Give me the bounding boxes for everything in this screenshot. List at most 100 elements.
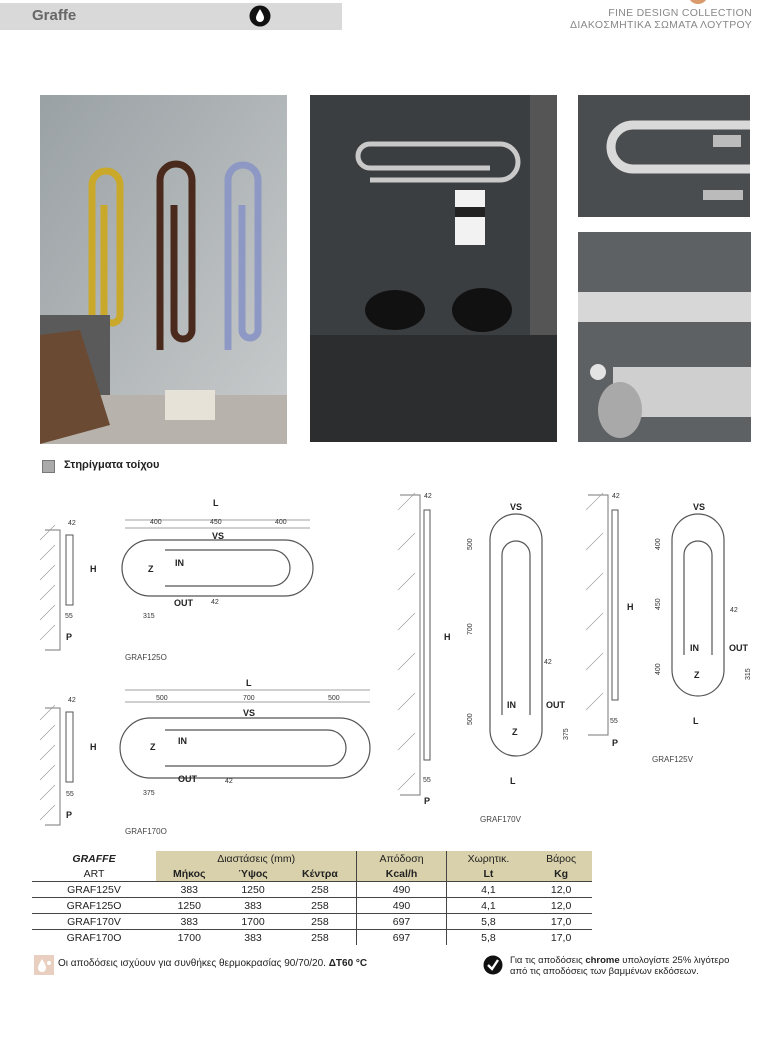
graf125v-model: GRAF125V (652, 755, 694, 764)
graf125o-315: 315 (143, 613, 155, 620)
graf125o-model: GRAF125O (125, 653, 167, 662)
graf170v-375: 375 (563, 728, 570, 740)
graf170o-vs: VS (243, 708, 255, 718)
graf125v-vs: VS (693, 502, 705, 512)
drawing-graf125o: L 400 450 400 VS H Z IN OUT 42 42 55 P 3… (39, 498, 314, 662)
temperature-note-delta: ΔT60 °C (328, 958, 368, 969)
table-cell-weight: 17,0 (550, 931, 572, 944)
graf170o-d2: 700 (243, 695, 255, 702)
chrome-note-line2: από τις αποδόσεις των βαμμένων εκδόσεων. (510, 966, 699, 977)
graf170o-p: P (66, 810, 72, 820)
graf125o-d3: 400 (275, 519, 287, 526)
check-circle-icon (483, 955, 503, 975)
photo-colored-radiators (40, 95, 287, 444)
collection-subtitle: ΔΙΑΚΟΣΜΗΤΙΚΑ ΣΩΜΑΤΑ ΛΟΥΤΡΟΥ (570, 19, 752, 31)
table-row: GRAF125O 1250 383 258 490 4,1 12,0 (32, 897, 592, 914)
table-brand: GRAFFE (72, 852, 116, 865)
table-cell-art: GRAF125V (32, 881, 156, 898)
collection-title: FINE DESIGN COLLECTION (608, 7, 752, 19)
graf170v-p: P (424, 796, 430, 806)
chrome-note-bold: chrome (585, 955, 620, 966)
graf125o-L: L (213, 498, 219, 508)
graf125o-vs: VS (212, 531, 224, 541)
table-cell-length: 1700 (177, 931, 201, 944)
graf170o-42b: 42 (225, 778, 233, 785)
table-sub-length: Μήκος (156, 866, 223, 882)
table-cell-height: 1700 (222, 913, 284, 930)
header-bar (0, 3, 342, 30)
graf170v-z: Z (512, 727, 518, 737)
table-cell-capacity: 5,8 (481, 931, 496, 944)
page-title: Graffe (32, 7, 77, 24)
graf125v-h: H (627, 602, 634, 612)
graf125o-42b: 42 (211, 599, 219, 606)
graf125v-l: L (693, 716, 699, 726)
graf125o-55: 55 (65, 613, 73, 620)
graf170o-42a: 42 (68, 697, 76, 704)
graf170o-d3: 500 (328, 695, 340, 702)
graf170o-55: 55 (66, 791, 74, 798)
graf170v-500a: 500 (467, 538, 474, 550)
table-row: GRAF170V 383 1700 258 697 5,8 17,0 (32, 913, 592, 930)
temperature-note-text: Οι αποδόσεις ισχύουν για συνθήκες θερμοκ… (58, 958, 329, 969)
table-row: GRAF125V 383 1250 258 490 4,1 12,0 (32, 881, 592, 898)
table-cell-height: 1250 (222, 881, 284, 898)
chrome-note-text-a: Για τις αποδόσεις (510, 955, 586, 966)
graf170v-42a: 42 (424, 493, 432, 500)
graf125o-42a: 42 (68, 520, 76, 527)
graf170v-42b: 42 (544, 659, 552, 666)
graf170o-model: GRAF170O (125, 827, 167, 836)
graf170v-l: L (510, 776, 516, 786)
graf125o-z: Z (148, 564, 154, 574)
table-cell-weight: 12,0 (530, 897, 592, 914)
drawing-graf170v: VS H Z IN OUT 500 700 500 42 42 55 P L 3… (397, 492, 570, 824)
graf170v-h: H (444, 632, 451, 642)
wall-bracket-legend-swatch (42, 460, 55, 473)
graf170v-500b: 500 (467, 713, 474, 725)
graf170v-55: 55 (423, 777, 431, 784)
table-cell-output: 697 (356, 913, 447, 930)
table-art: ART (32, 866, 156, 882)
graf170v-700: 700 (467, 623, 474, 635)
graf170o-d1: 500 (156, 695, 168, 702)
graf170o-L: L (246, 678, 252, 688)
graf170v-out: OUT (546, 700, 566, 710)
graf125o-in: IN (175, 558, 184, 568)
graf170o-in: IN (178, 736, 187, 746)
wall-bracket-legend-label: Στηρίγματα τοίχου (64, 459, 160, 471)
table-group-dims: Διαστάσεις (mm) (156, 851, 358, 866)
chrome-note: Για τις αποδόσεις chrome υπολογίστε 25% … (510, 955, 729, 977)
graf125o-d1: 400 (150, 519, 162, 526)
table-cell-capacity: 5,8 (446, 913, 531, 930)
graf125o-p: P (66, 632, 72, 642)
table-cell-height: 383 (222, 897, 284, 914)
graf125v-315: 315 (745, 668, 752, 680)
drawing-graf125v: VS H Z IN OUT 400 450 400 42 42 55 P L 3… (585, 492, 752, 764)
water-drop-icon (249, 5, 271, 27)
graf170v-vs: VS (510, 502, 522, 512)
table-cell-centers: 258 (283, 929, 358, 945)
table-unit-capacity: Lt (446, 866, 531, 882)
spec-table: GRAFFE Διαστάσεις (mm) Απόδοση Χωρητικ. … (32, 851, 592, 945)
table-cell-height: 383 (244, 931, 262, 944)
table-cell-length: 1250 (156, 897, 223, 914)
graf170o-z: Z (150, 742, 156, 752)
graf170o-h: H (90, 742, 97, 752)
graf125v-out: OUT (729, 643, 749, 653)
graf125v-450: 450 (655, 598, 662, 610)
graf125v-42a: 42 (612, 493, 620, 500)
table-col-output: Απόδοση (356, 851, 447, 866)
graf170v-in: IN (507, 700, 516, 710)
graf125o-d2: 450 (210, 519, 222, 526)
graf125o-h: H (90, 564, 97, 574)
graf125v-400a: 400 (655, 538, 662, 550)
graf125v-42b: 42 (730, 607, 738, 614)
table-cell-output: 490 (356, 881, 447, 898)
table-col-capacity: Χωρητικ. (446, 851, 531, 866)
graf170v-model: GRAF170V (480, 815, 522, 824)
table-cell-centers: 258 (283, 897, 358, 914)
chrome-note-text-b: υπολογίστε 25% λιγότερο (619, 955, 730, 966)
technical-drawings: L 400 450 400 VS H Z IN OUT 42 42 55 P 3… (39, 492, 752, 836)
photo-chrome-bathroom (310, 95, 557, 442)
graf125v-in: IN (690, 643, 699, 653)
